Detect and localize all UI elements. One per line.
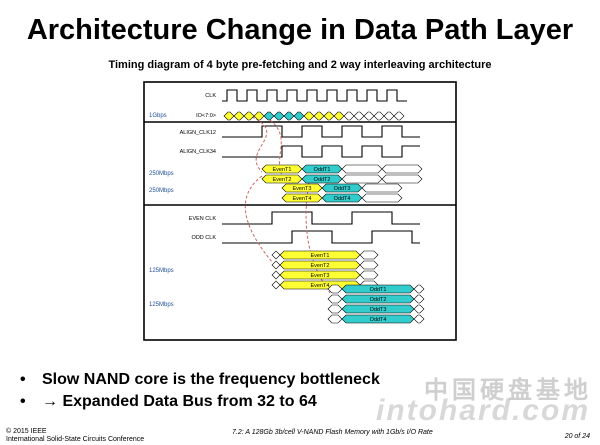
odd-bus-blank-segment [413, 304, 425, 314]
odd-bus-blank-segment [413, 294, 425, 304]
odd-bus-blank-segment [413, 284, 425, 294]
odd-bus-segment-label: OddT3 [370, 307, 387, 313]
align-odd-segment-label: OddT1 [314, 167, 331, 173]
align-even-segment-label: EvenT4 [293, 196, 312, 202]
even-bus-blank-segment [359, 250, 379, 260]
align-clk34-waveform [222, 145, 420, 158]
rate-label-even-bus: 125Mbps [149, 268, 174, 274]
even-bus-segment-label: EvenT3 [311, 273, 330, 279]
dashed-arrow [251, 116, 268, 173]
even-bus-segment-label: EvenT2 [311, 263, 330, 269]
footer-copyright: © 2015 IEEE [6, 428, 47, 435]
io-data-segment [393, 111, 405, 121]
even-clk-waveform [222, 211, 420, 225]
bullet-item: • Slow NAND core is the frequency bottlen… [20, 369, 380, 391]
align-blank-segment [341, 174, 383, 184]
align-blank-segment [361, 193, 403, 203]
signal-label-align-clk12: ALIGN_CLK12 [180, 130, 216, 136]
bullet-text: Slow NAND core is the frequency bottlene… [42, 371, 380, 388]
bullet-text: → Expanded Data Bus from 32 to 64 [42, 393, 317, 410]
align-blank-segment [381, 174, 423, 184]
footer-conference: International Solid-State Circuits Confe… [6, 436, 145, 443]
odd-clk-waveform [222, 230, 420, 244]
odd-bus-segment-label: OddT2 [370, 297, 387, 303]
signal-label-io: IO<7:0> [196, 113, 216, 119]
signal-label-clk: CLK [205, 93, 216, 99]
align-blank-segment [341, 164, 383, 174]
bullet-dot: • [20, 371, 26, 388]
odd-bus-segment-label: OddT4 [370, 317, 387, 323]
align-even-segment-label: EvenT2 [273, 177, 292, 183]
bullet-list: • Slow NAND core is the frequency bottlen… [20, 369, 380, 413]
odd-bus-segment-label: OddT1 [370, 287, 387, 293]
align-odd-segment-label: OddT3 [334, 186, 351, 192]
rate-label-odd-bus: 125Mbps [149, 302, 174, 308]
clk-waveform [222, 89, 407, 102]
align-odd-segment-label: OddT4 [334, 196, 351, 202]
rate-label-align-odd: 250Mbps [149, 188, 174, 194]
align-blank-segment [361, 183, 403, 193]
align-even-segment-label: EvenT3 [293, 186, 312, 192]
signal-label-align-clk34: ALIGN_CLK34 [180, 149, 216, 155]
even-bus-segment-label: EvenT4 [311, 283, 330, 289]
align-blank-segment [381, 164, 423, 174]
bullet-item: • → Expanded Data Bus from 32 to 64 [20, 391, 380, 413]
dashed-arrow [244, 175, 273, 263]
footer-left: © 2015 IEEE International Solid-State Ci… [6, 428, 144, 444]
slide-title: Architecture Change in Data Path Layer [26, 14, 574, 46]
dashed-arrow [265, 116, 293, 189]
align-even-segment-label: EvenT1 [273, 167, 292, 173]
even-bus-segment-label: EvenT1 [311, 253, 330, 259]
even-bus-blank-segment [359, 260, 379, 270]
odd-bus-blank-segment [413, 314, 425, 324]
bullet-dot: • [20, 393, 26, 410]
align-odd-segment-label: OddT2 [314, 177, 331, 183]
footer-paper-title: 7.2: A 128Gb 3b/cell V-NAND Flash Memory… [232, 429, 433, 436]
io-data-bus [223, 111, 405, 121]
rate-label-align-even: 250Mbps [149, 171, 174, 177]
watermark-url-text: intohard.com [375, 394, 590, 427]
rate-label-io: 1Gbps [149, 113, 167, 119]
even-bus-blank-segment [359, 270, 379, 280]
signal-label-even-clk: EVEN CLK [189, 216, 217, 222]
watermark-logo-text: 中国硬盘基地 [424, 377, 592, 404]
signal-label-odd-clk: ODD CLK [192, 235, 217, 241]
footer-page-number: 20 of 24 [564, 433, 590, 440]
align-clk12-waveform [222, 125, 420, 138]
slide-subtitle: Timing diagram of 4 byte pre-fetching an… [108, 59, 492, 71]
